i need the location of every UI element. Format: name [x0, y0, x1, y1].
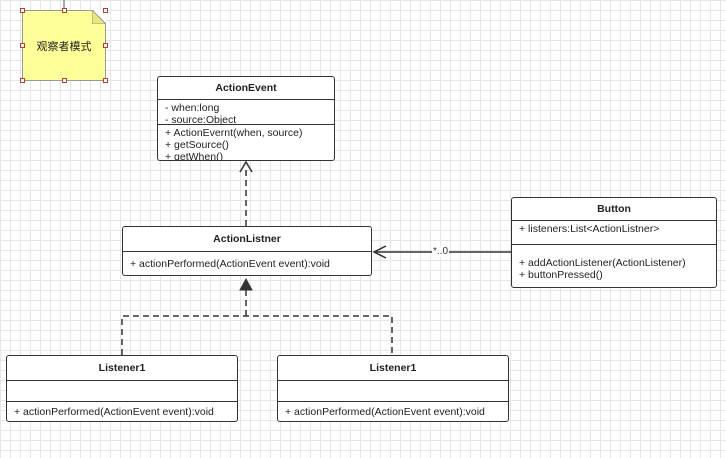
class-button[interactable]: Button + listeners:List<ActionListner> +…	[511, 197, 717, 288]
association-multiplicity: *..0	[432, 246, 450, 257]
operation-row: + actionPerformed(ActionEvent event):voi…	[14, 406, 214, 418]
class-operations: + ActionEvernt(when, source) + getSource…	[158, 125, 334, 161]
class-listener1-right[interactable]: Listener1 + actionPerformed(ActionEvent …	[277, 355, 509, 422]
class-name: ActionEvent	[158, 77, 334, 100]
operation-row: + ActionEvernt(when, source)	[165, 127, 303, 139]
realization-edge-branches	[121, 315, 393, 355]
resize-handle-nw[interactable]	[20, 8, 25, 13]
dependency-arrowhead	[239, 160, 253, 173]
class-action-event[interactable]: ActionEvent - when:long - source:Object …	[157, 76, 335, 161]
resize-handle-n[interactable]	[62, 8, 67, 13]
resize-handle-s[interactable]	[62, 78, 67, 83]
class-attributes: + listeners:List<ActionListner>	[512, 221, 716, 245]
note-fold-corner	[92, 10, 106, 24]
class-operations: + actionPerformed(ActionEvent event):voi…	[278, 402, 508, 420]
resize-handle-ne[interactable]	[103, 8, 108, 13]
note-text: 观察者模式	[36, 40, 92, 53]
class-operations: + actionPerformed(ActionEvent event):voi…	[123, 252, 371, 272]
operation-row: + getSource()	[165, 139, 229, 151]
class-listener1-left[interactable]: Listener1 + actionPerformed(ActionEvent …	[6, 355, 238, 422]
operation-row: + addActionListener(ActionListener)	[519, 257, 686, 269]
class-name: Listener1	[7, 356, 237, 381]
class-action-listner[interactable]: ActionListner + actionPerformed(ActionEv…	[122, 226, 372, 276]
attribute-row: + listeners:List<ActionListner>	[519, 223, 660, 235]
attribute-row: - when:long	[165, 102, 220, 114]
class-name: Listener1	[278, 356, 508, 381]
attribute-row: - source:Object	[165, 114, 237, 126]
operation-row: + buttonPressed()	[519, 269, 603, 281]
operation-row: + actionPerformed(ActionEvent event):voi…	[285, 406, 485, 418]
resize-handle-se[interactable]	[103, 78, 108, 83]
class-name: Button	[512, 198, 716, 221]
realization-arrowhead	[239, 277, 253, 291]
class-attributes-empty	[278, 381, 508, 402]
class-attributes: - when:long - source:Object	[158, 100, 334, 126]
resize-handle-w[interactable]	[20, 43, 25, 48]
class-name: ActionListner	[123, 227, 371, 252]
resize-handle-sw[interactable]	[20, 78, 25, 83]
class-attributes-empty	[7, 381, 237, 402]
operation-row: + getWhen()	[165, 151, 224, 161]
association-arrowhead	[372, 245, 387, 259]
resize-handle-e[interactable]	[103, 43, 108, 48]
class-operations: + addActionListener(ActionListener) + bu…	[512, 245, 716, 283]
class-operations: + actionPerformed(ActionEvent event):voi…	[7, 402, 237, 420]
operation-row: + actionPerformed(ActionEvent event):voi…	[130, 258, 330, 270]
note-observer-pattern[interactable]: 观察者模式	[20, 8, 108, 83]
